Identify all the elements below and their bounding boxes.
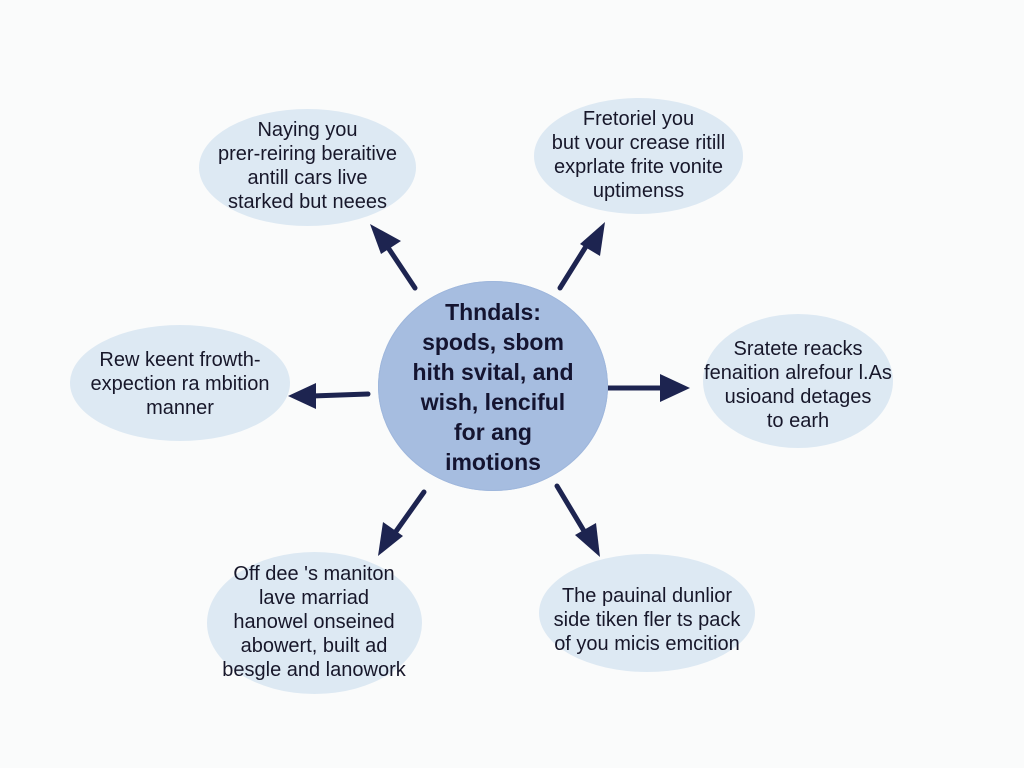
bubble-bottom-right bbox=[539, 554, 755, 672]
center-line: for ang bbox=[454, 419, 532, 445]
node-line: usioand detages bbox=[724, 386, 872, 408]
node-top-left-text: Naying you prer-reiring beraitive antill… bbox=[199, 118, 416, 214]
node-right-text: Sratete reacks fenaition alrefour l.As u… bbox=[693, 337, 903, 433]
node-line: lave marriad bbox=[258, 587, 370, 609]
center-line: wish, lenciful bbox=[420, 389, 566, 415]
bubble-left bbox=[70, 325, 290, 441]
node-line: exprlate frite vonite bbox=[554, 156, 723, 178]
center-node-text: Thndals: spods, sbom hith svital, and wi… bbox=[378, 297, 608, 477]
node-line: of you micis emcition bbox=[554, 633, 740, 655]
arrow-to-top-left bbox=[370, 224, 418, 291]
node-line: uptimenss bbox=[592, 180, 685, 202]
node-line: Off dee 's maniton bbox=[233, 563, 395, 585]
bubble-bottom-left bbox=[207, 552, 422, 694]
node-line: The pauinal dunlior bbox=[561, 585, 733, 607]
bubble-top-right bbox=[534, 98, 743, 214]
node-bottom-right-text: The pauinal dunlior side tiken fler ts p… bbox=[532, 584, 762, 656]
node-line: expection ra mbition bbox=[90, 373, 270, 395]
node-line: besgle and lanowork bbox=[222, 659, 406, 681]
center-line: imotions bbox=[445, 449, 541, 475]
node-line: Rew keent frowth- bbox=[99, 349, 261, 371]
node-line: Sratete reacks bbox=[733, 338, 863, 360]
arrow-to-top-right bbox=[557, 222, 605, 291]
bubble-top-left bbox=[199, 109, 416, 226]
node-bottom-left-text: Off dee 's maniton lave marriad hanowel … bbox=[199, 562, 429, 682]
node-line: side tiken fler ts pack bbox=[553, 609, 741, 631]
arrow-to-bottom-left bbox=[378, 489, 427, 556]
center-node bbox=[378, 281, 608, 491]
node-top-right-text: Fretoriel you but vour crease ritill exp… bbox=[534, 107, 743, 203]
node-line: antill cars live bbox=[247, 167, 368, 189]
node-line: manner bbox=[146, 397, 214, 419]
center-line: spods, sbom bbox=[422, 329, 564, 355]
bubble-right bbox=[703, 314, 893, 448]
node-line: Fretoriel you bbox=[582, 108, 695, 130]
node-line: Naying you bbox=[257, 119, 358, 141]
node-line: prer-reiring beraitive bbox=[218, 143, 397, 165]
center-line: hith svital, and bbox=[412, 359, 574, 385]
node-left-text: Rew keent frowth- expection ra mbition m… bbox=[70, 348, 290, 420]
node-line: abowert, built ad bbox=[240, 635, 388, 657]
node-line: to earh bbox=[766, 410, 830, 432]
node-line: but vour crease ritill bbox=[551, 132, 726, 154]
node-line: starked but neees bbox=[228, 191, 387, 213]
arrow-to-bottom-right bbox=[554, 483, 600, 557]
center-line: Thndals: bbox=[445, 299, 541, 325]
arrow-to-left bbox=[288, 383, 371, 409]
node-line: hanowel onseined bbox=[233, 611, 395, 633]
node-line: fenaition alrefour l.As bbox=[704, 362, 892, 384]
arrow-to-right bbox=[604, 374, 690, 402]
